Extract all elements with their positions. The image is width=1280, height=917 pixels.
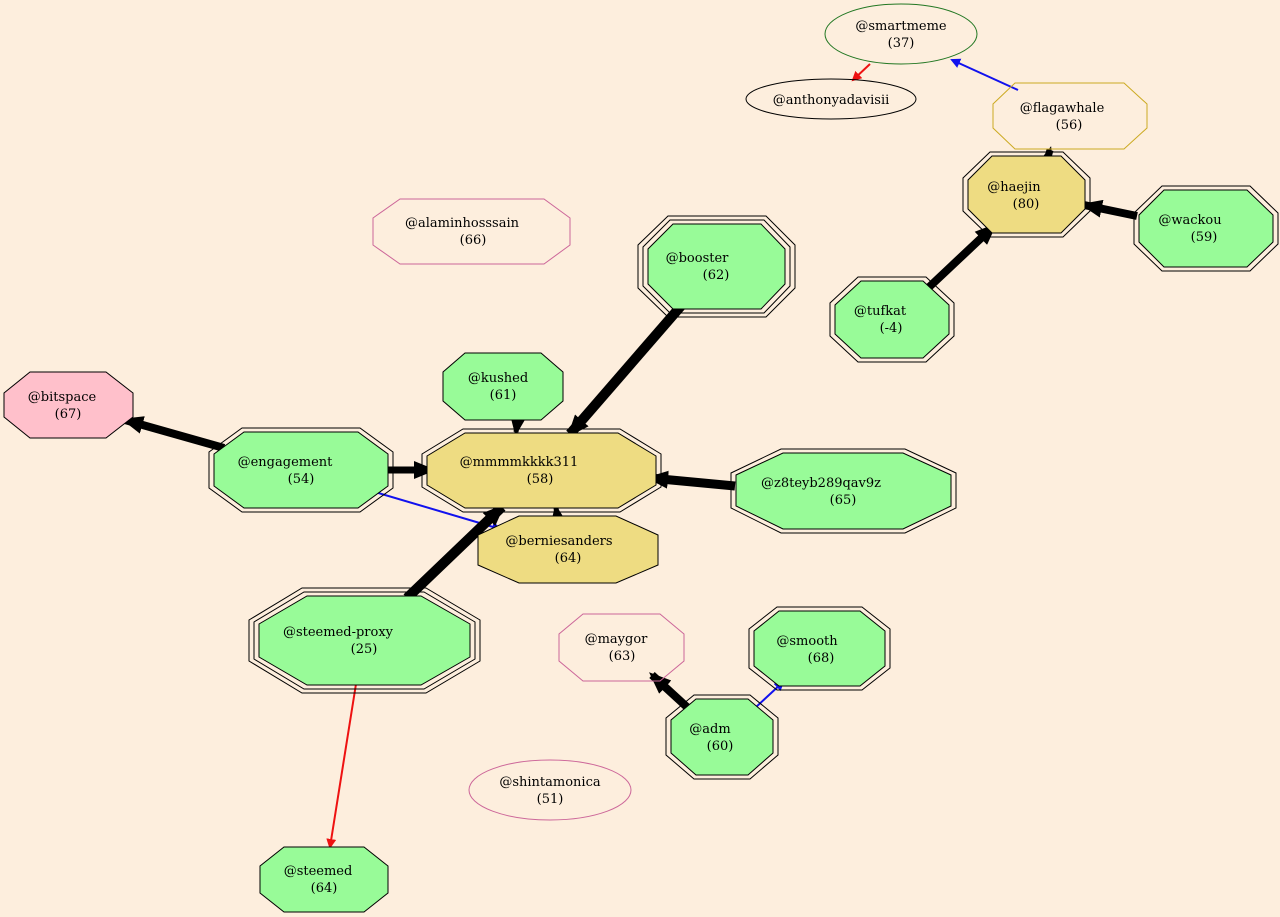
node-score: (63): [609, 649, 636, 664]
node-engagement[interactable]: @engagement (54): [208, 427, 394, 513]
edge-smartmeme-anthonyadavisii: [851, 63, 871, 82]
node-score: (-4): [880, 321, 903, 336]
node-maygor[interactable]: @maygor (63): [558, 613, 685, 682]
node-haejin[interactable]: @haejin (80): [962, 151, 1091, 238]
node-steemed-proxy[interactable]: @steemed-proxy (25): [248, 587, 481, 694]
node-score: (65): [830, 493, 857, 508]
node-name: @smooth: [776, 634, 838, 649]
node-name: @bitspace: [28, 390, 97, 405]
node-score: (68): [808, 651, 835, 666]
node-score: (25): [351, 642, 378, 657]
node-bitspace[interactable]: @bitspace (67): [3, 371, 134, 439]
edge-steemed-proxy-mmmmkkkk311: [403, 503, 506, 602]
node-score: (60): [707, 739, 734, 754]
node-smooth[interactable]: @smooth (68): [748, 606, 891, 691]
node-name: @haejin: [987, 180, 1041, 195]
edge-booster-mmmmkkkk311: [566, 302, 685, 438]
node-name: @kushed: [468, 371, 528, 386]
node-anthonyadavisii[interactable]: @anthonyadavisii: [745, 78, 917, 120]
node-score: (64): [311, 881, 338, 896]
node-name: @smartmeme: [855, 19, 947, 34]
node-name: @z8teyb289qav9z: [761, 476, 881, 491]
edge-wackou-haejin: [1080, 199, 1138, 220]
edge-z8teyb289qav9z-mmmmkkkk311: [646, 470, 736, 491]
node-score: (56): [1056, 118, 1083, 133]
edge-engagement-bitspace: [121, 416, 226, 452]
node-wackou[interactable]: @wackou (59): [1133, 185, 1279, 272]
node-score: (66): [460, 233, 487, 248]
node-mmmmkkkk311[interactable]: @mmmmkkkk311 (58): [421, 428, 662, 513]
node-tufkat[interactable]: @tufkat (-4): [829, 276, 955, 363]
node-name: @anthonyadavisii: [773, 93, 890, 108]
edge-adm-maygor: [649, 672, 691, 711]
node-score: (58): [527, 472, 554, 487]
node-name: @booster: [666, 251, 730, 266]
node-name: @flagawhale: [1020, 101, 1105, 116]
node-booster[interactable]: @booster (62): [637, 215, 796, 318]
nodes: @smartmeme (37) @anthonyadavisii @flagaw…: [3, 3, 1279, 913]
node-score: (80): [1013, 197, 1040, 212]
node-name: @berniesanders: [505, 534, 612, 549]
edge-flagawhale-smartmeme: [950, 58, 1019, 91]
node-name: @steemed: [284, 864, 353, 879]
node-smartmeme[interactable]: @smartmeme (37): [824, 3, 978, 65]
node-score: (67): [55, 407, 82, 422]
node-shintamonica[interactable]: @shintamonica (51): [468, 759, 632, 821]
node-name: @engagement: [238, 455, 334, 470]
node-steemed[interactable]: @steemed (64): [259, 846, 389, 913]
node-name: @adm: [689, 722, 730, 737]
node-z8teyb289qav9z[interactable]: @z8teyb289qav9z (65): [730, 448, 957, 534]
node-flagawhale[interactable]: @flagawhale (56): [992, 82, 1148, 150]
node-score: (54): [288, 472, 315, 487]
node-score: (62): [703, 268, 730, 283]
node-adm[interactable]: @adm (60): [665, 694, 779, 780]
edge-steemed-proxy-steemed: [326, 683, 357, 849]
node-name: @alaminhosssain: [405, 216, 520, 231]
node-kushed[interactable]: @kushed (61): [442, 352, 564, 421]
edge-adm-smooth: [754, 680, 785, 709]
node-score: (61): [490, 388, 517, 403]
node-name: @shintamonica: [499, 775, 601, 790]
node-name: @steemed-proxy: [283, 625, 394, 640]
node-score: (51): [537, 792, 564, 807]
node-alaminhosssain[interactable]: @alaminhosssain (66): [372, 198, 571, 265]
node-name: @maygor: [585, 632, 649, 647]
node-score: (37): [888, 36, 915, 51]
node-berniesanders[interactable]: @berniesanders (64): [477, 515, 659, 584]
edge-tufkat-haejin: [923, 223, 997, 293]
node-name: @tufkat: [854, 304, 907, 319]
node-name: @mmmmkkkk311: [460, 455, 579, 470]
node-score: (64): [555, 551, 582, 566]
node-name: @wackou: [1158, 213, 1221, 228]
node-score: (59): [1191, 230, 1218, 245]
